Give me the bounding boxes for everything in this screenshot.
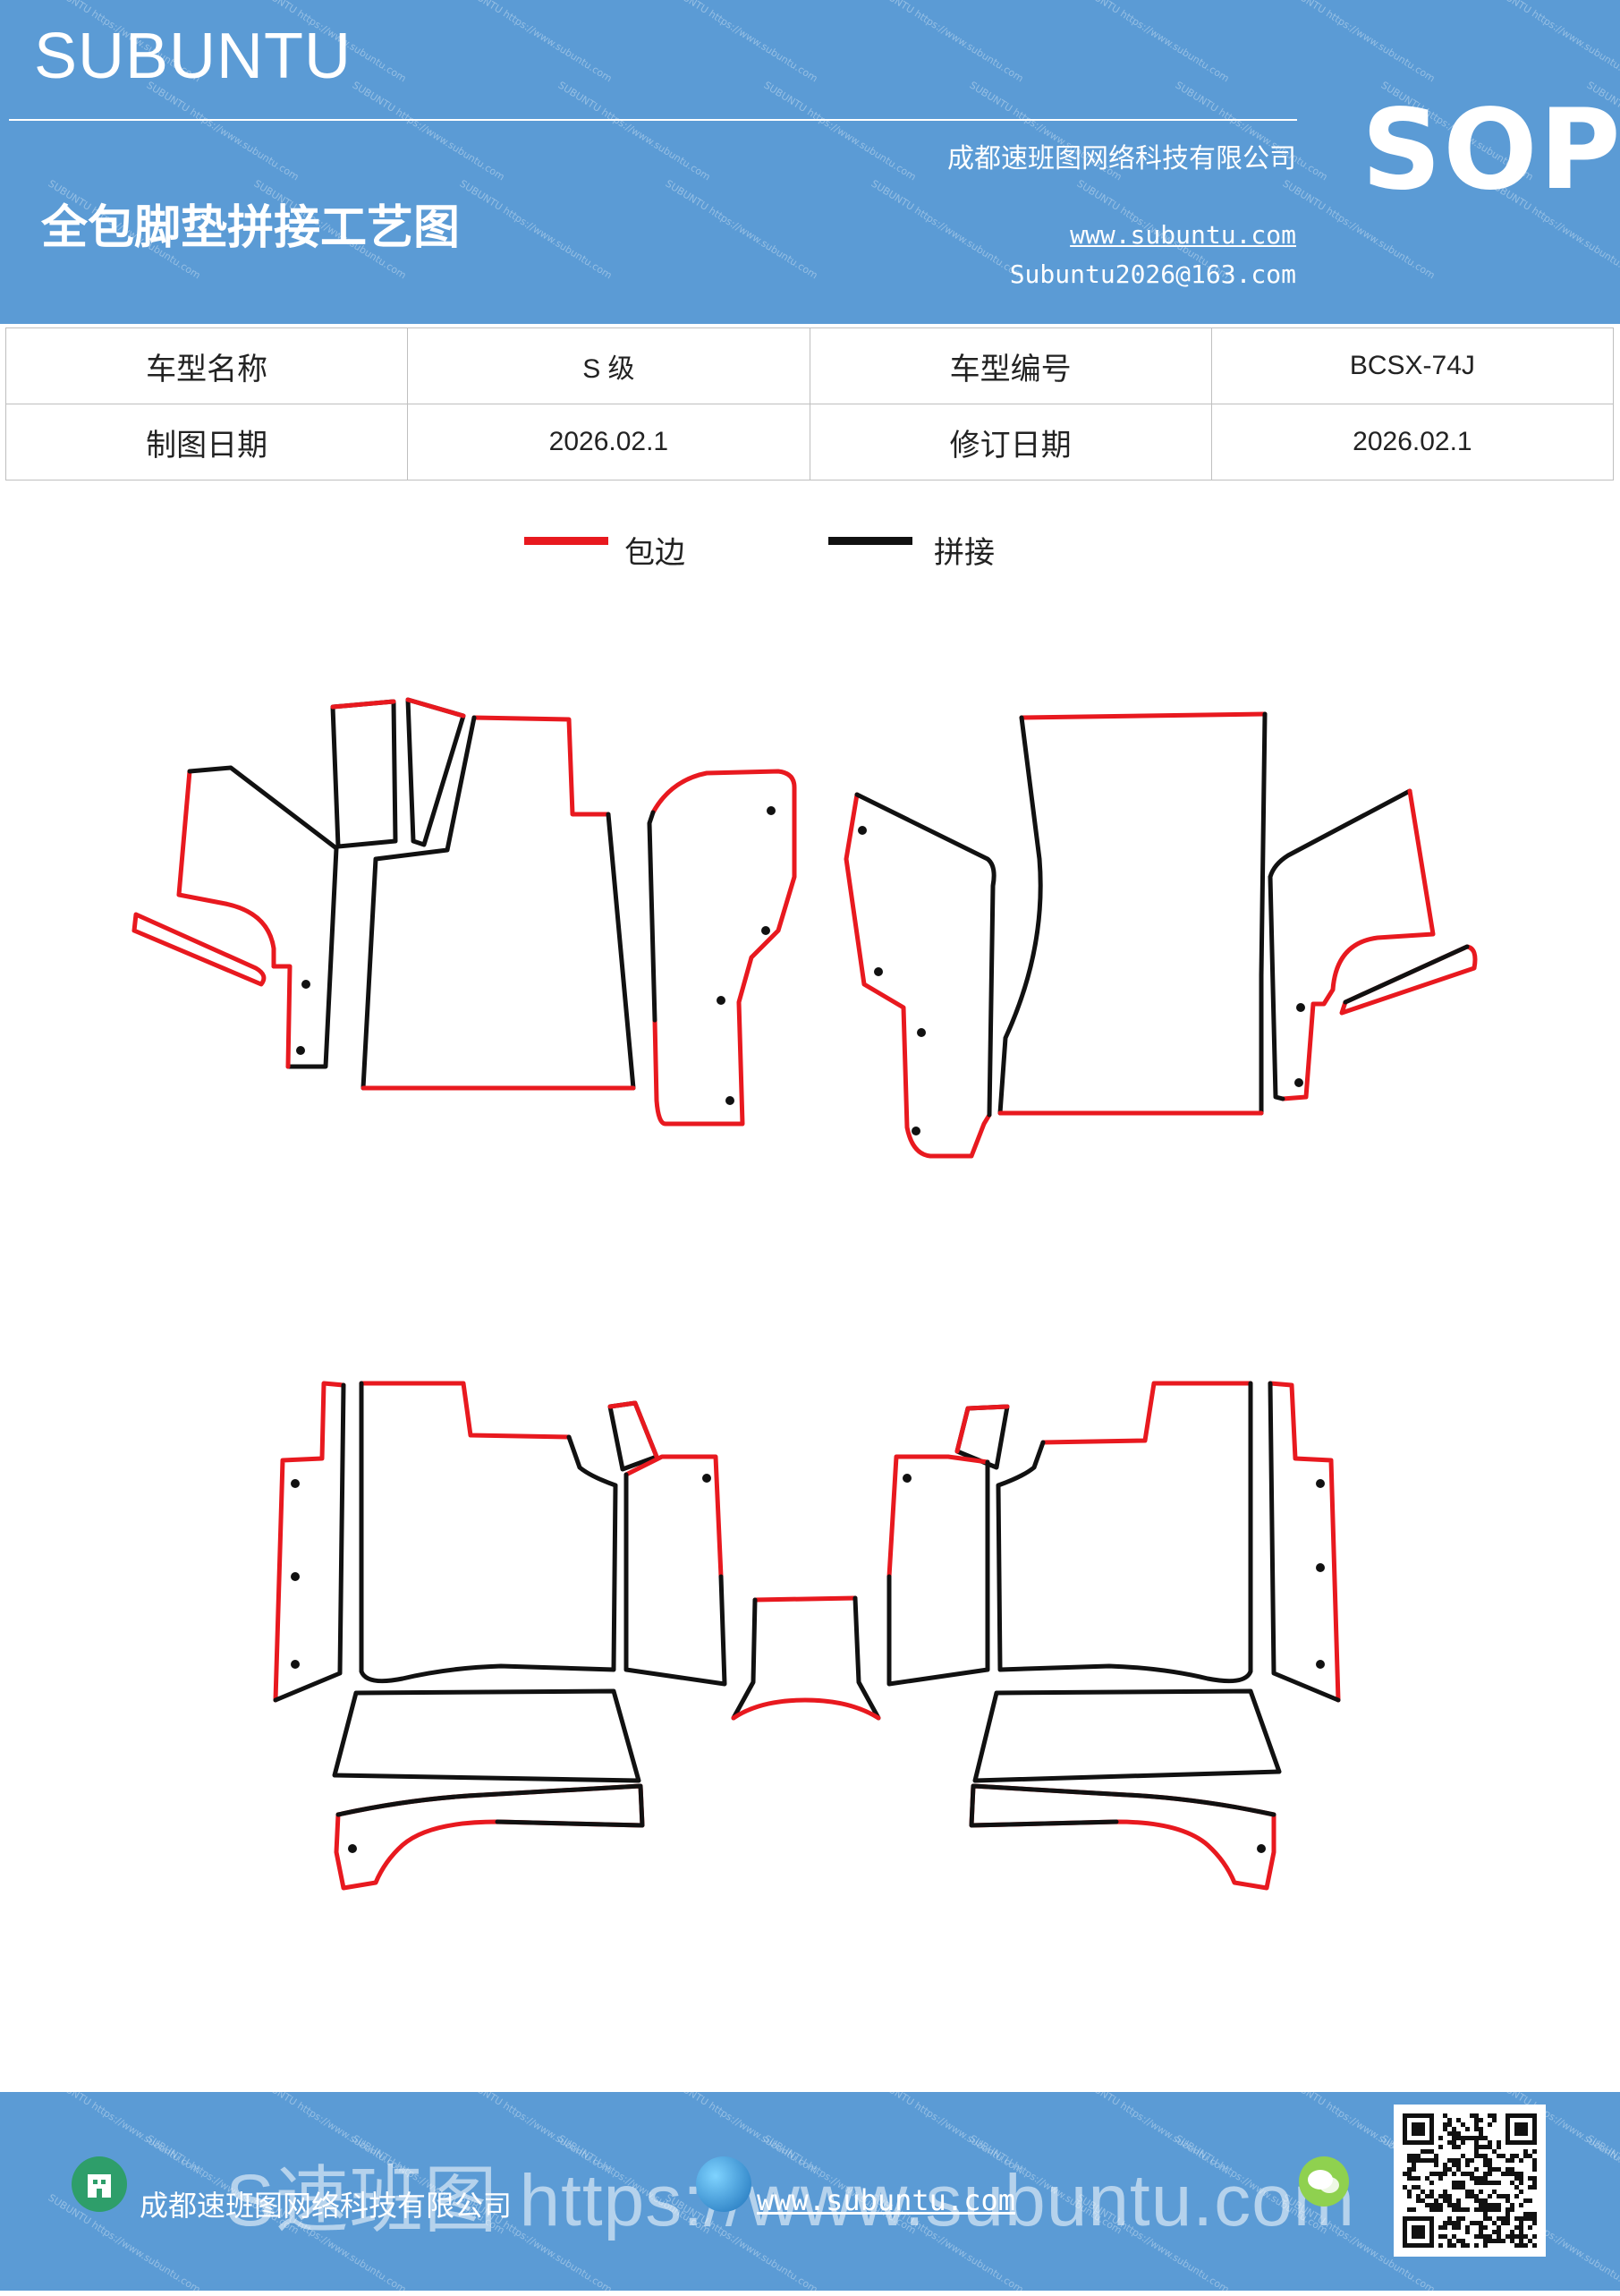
qr-code: [1394, 2105, 1546, 2257]
table-row: 制图日期 2026.02.1 修订日期 2026.02.1: [4, 404, 1615, 480]
brand-logo: SUBUNTU: [34, 21, 352, 92]
vehicle-info-table: 车型名称 S 级 车型编号 BCSX-74J 制图日期 2026.02.1 修订…: [4, 327, 1615, 480]
label-draw-date: 制图日期: [4, 404, 409, 480]
value-model-name: S 级: [407, 327, 810, 404]
legend-label-seam: 拼接: [934, 535, 995, 571]
front-right-side-strip: [844, 792, 997, 1159]
globe-icon: [696, 2156, 751, 2212]
label-revise-date: 修订日期: [809, 404, 1212, 480]
company-email[interactable]: Subuntu2026@163.com: [1009, 259, 1296, 289]
wechat-icon: [1299, 2156, 1349, 2207]
header-divider: [9, 119, 1297, 121]
front-right-main-mat: [997, 711, 1268, 1116]
label-model-name: 车型名称: [4, 327, 409, 404]
sop-badge: SOP: [1361, 86, 1620, 215]
building-icon: [72, 2156, 127, 2212]
value-draw-date: 2026.02.1: [407, 404, 810, 480]
company-name: 成都速班图网络科技有限公司: [947, 143, 1296, 174]
floor-mat-diagram: [131, 697, 1478, 1891]
rear-right-mat: [886, 1381, 1341, 1891]
footer-banner: [0, 2092, 1620, 2291]
front-left-side-strip: [647, 769, 797, 1127]
edge-swatch: [524, 537, 608, 545]
value-model-code: BCSX-74J: [1210, 327, 1615, 404]
footer-url-link[interactable]: www.subuntu.com: [757, 2183, 1015, 2217]
table-row: 车型名称 S 级 车型编号 BCSX-74J: [4, 327, 1615, 404]
document-title: 全包脚垫拼接工艺图: [41, 200, 461, 255]
legend-label-edge: 包边: [624, 535, 685, 571]
header-banner: [0, 0, 1620, 324]
company-url-link[interactable]: www.subuntu.com: [1070, 220, 1296, 250]
rear-center-mat: [731, 1595, 881, 1721]
front-left-mat: [131, 697, 636, 1091]
footer-company-name: 成都速班图网络科技有限公司: [140, 2189, 513, 2223]
seam-swatch: [828, 537, 912, 545]
footer-watermark-text: S速班图 https://www.subuntu.com: [225, 2160, 1356, 2241]
front-right-outer-mat: [1268, 788, 1478, 1101]
label-model-code: 车型编号: [809, 327, 1212, 404]
value-revise-date: 2026.02.1: [1210, 404, 1615, 480]
rear-left-mat: [273, 1381, 727, 1891]
